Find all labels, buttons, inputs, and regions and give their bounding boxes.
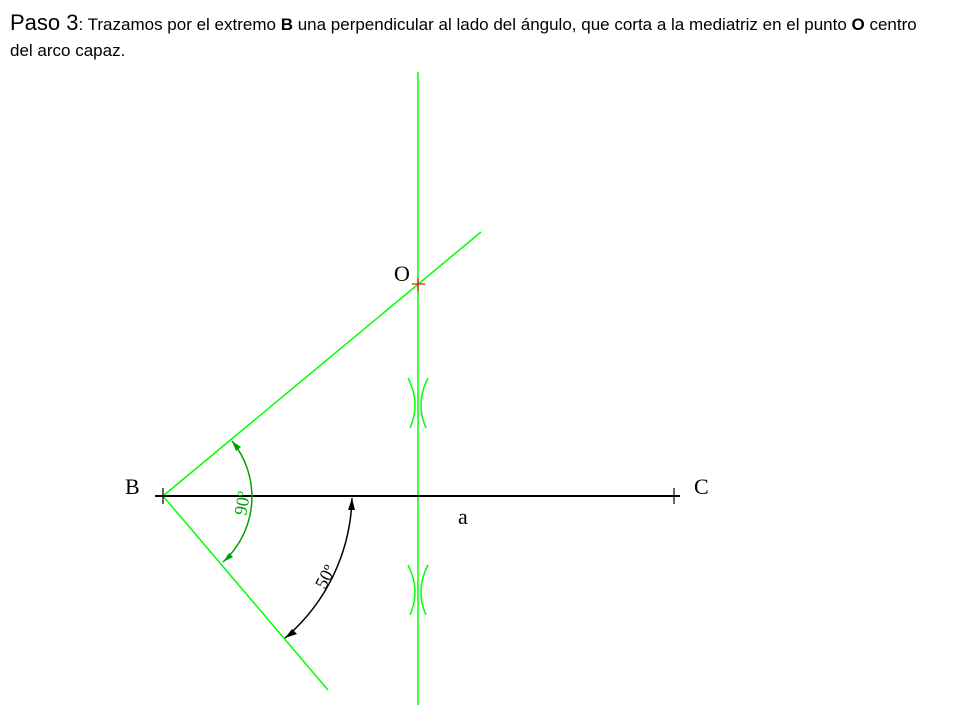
caption-text-1: Trazamos por el extremo	[87, 15, 281, 34]
caption-point-b: B	[280, 15, 293, 34]
right-angle-arc	[222, 440, 253, 563]
step-colon: :	[78, 15, 88, 34]
given-angle-arrow-bottom	[285, 629, 297, 638]
point-o-label: O	[394, 261, 410, 286]
angle-side-line	[162, 495, 329, 691]
caption-text-3: centro del arco capaz.	[10, 15, 917, 60]
point-b-label: B	[125, 474, 140, 499]
right-angle-label: 90º	[230, 490, 254, 517]
right-angle-arrow-top	[232, 441, 241, 451]
right-angle-arrow-bottom	[223, 553, 233, 562]
step-label: Paso 3	[10, 10, 79, 35]
given-angle-label: 50º	[311, 561, 340, 592]
given-angle-arc	[284, 497, 353, 639]
bisector-arc-mark-upper-left	[407, 377, 416, 429]
caption-point-o: O	[851, 15, 865, 34]
perpendicular-through-b	[162, 231, 482, 497]
step-caption: Paso 3: Trazamos por el extremo B una pe…	[10, 10, 940, 64]
bisector-arc-mark-upper-right	[420, 377, 429, 429]
segment-a-label: a	[458, 504, 468, 529]
bisector-arc-mark-lower-left	[407, 564, 416, 616]
given-angle-arrow-top	[348, 498, 355, 510]
point-c-label: C	[694, 474, 709, 499]
caption-text-2: una perpendicular al lado del ángulo, qu…	[292, 15, 852, 34]
bisector-arc-mark-lower-right	[420, 564, 429, 616]
